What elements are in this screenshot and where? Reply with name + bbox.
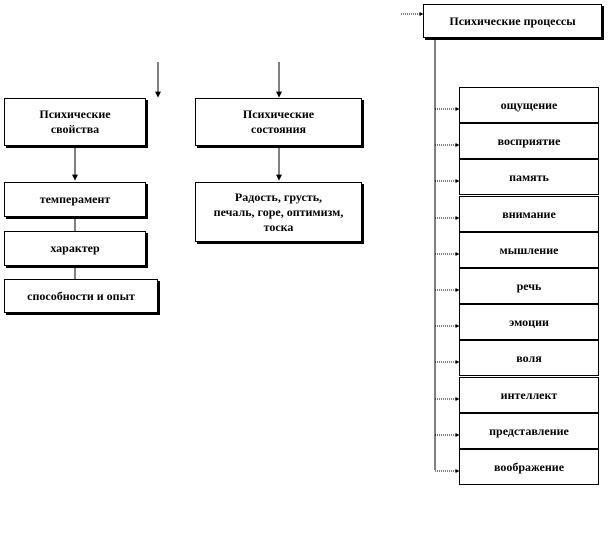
process-item-label: воображение (493, 459, 565, 474)
process-item: речь (459, 268, 599, 304)
process-item-label: речь (516, 278, 542, 293)
process-item: внимание (459, 196, 599, 232)
properties-item-label: характер (50, 241, 100, 255)
process-item: воля (459, 340, 599, 376)
properties-title: Психические свойства (39, 107, 111, 136)
process-item: интеллект (459, 377, 599, 413)
process-item: мышление (459, 232, 599, 268)
processes-title: Психические процессы (449, 13, 576, 28)
process-item: ощущение (459, 87, 599, 123)
process-item: воображение (459, 449, 599, 485)
process-item: эмоции (459, 304, 599, 340)
properties-item-character: характер (4, 231, 146, 266)
process-item-label: представление (489, 423, 569, 438)
states-examples: Радость, грусть, печаль, горе, оптимизм,… (213, 189, 344, 234)
process-item-label: внимание (502, 206, 556, 221)
process-item-label: мышление (499, 242, 559, 257)
process-item-label: интеллект (500, 387, 558, 402)
process-item-label: воля (516, 350, 542, 365)
process-item: восприятие (459, 123, 599, 159)
properties-item-label: темперамент (39, 192, 111, 206)
states-title: Психические состояния (242, 107, 315, 136)
process-item-label: память (509, 169, 549, 184)
states-examples-box: Радость, грусть, печаль, горе, оптимизм,… (195, 182, 362, 242)
properties-item-temperament: темперамент (4, 182, 146, 217)
properties-item-abilities: способности и опыт (4, 279, 158, 313)
properties-box: Психические свойства (4, 98, 146, 146)
process-item: представление (459, 413, 599, 449)
states-box: Психические состояния (195, 98, 362, 146)
process-item-label: эмоции (509, 314, 549, 329)
process-item: память (459, 159, 599, 195)
process-item-label: восприятие (497, 133, 561, 148)
process-item-label: ощущение (500, 97, 558, 112)
properties-item-label: способности и опыт (27, 288, 135, 303)
processes-box: Психические процессы (423, 4, 602, 38)
